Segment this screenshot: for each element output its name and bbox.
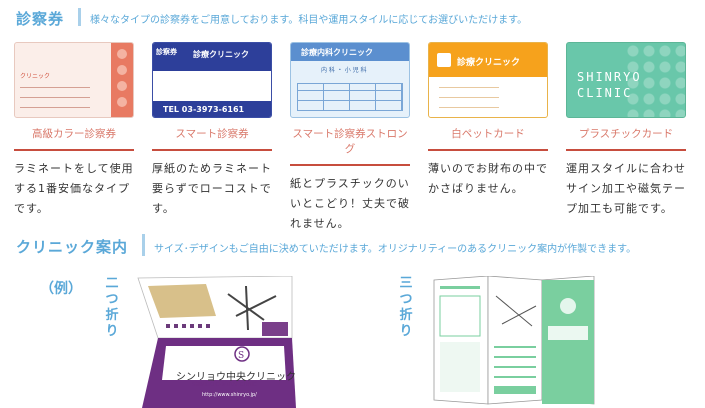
card-preview-line2: CLINIC [577,86,633,100]
pamphlet-clinic-name: シンリョウ中央クリニック [176,372,296,383]
card-item-color[interactable]: クリニック 高級カラー診察券 ラミネートをして使用する1番安価なタイプです。 [14,42,134,219]
card-description: ラミネートをして使用する1番安価なタイプです。 [14,162,134,215]
card-preview-tel: TEL 03-3973-6161 [163,105,245,114]
card-label: 白ペットカード [451,128,525,140]
card-description: 薄いのでお財布の中でかさばりません。 [428,162,548,195]
pamphlet-twofold: S シンリョウ中央クリニック SHINRYO CENTRAL CLINIC ht… [136,275,296,408]
card-preview-sub: 内 科 ・ 小 児 科 [321,67,367,74]
card-label: スマート診察券 [175,128,249,140]
pamphlet-url: http://www.shinryo.jp/ [202,392,257,398]
card-preview-smart: 診察券 診療クリニック TEL 03-3973-6161 [152,42,272,118]
card-preview-strong: 診療内科クリニック 内 科 ・ 小 児 科 [290,42,410,118]
card-description: 厚紙のためラミネート要らずでローコストです。 [152,162,272,215]
card-description: 紙とプラスチックのいいとこどり！丈夫で破れません。 [290,177,410,230]
card-preview-plastic: SHINRYO CLINIC [566,42,686,118]
card-label: プラスチックカード [578,128,674,140]
card-preview-name: クリニック [20,73,51,80]
card-preview-name: 診療クリニック [457,58,521,68]
card-item-smart[interactable]: 診察券 診療クリニック TEL 03-3973-6161 スマート診察券 厚紙の… [152,42,272,219]
card-preview-pet: 診療クリニック [428,42,548,118]
section-bar [78,8,81,26]
section-title-card: 診察券 [16,10,65,28]
card-label: 高級カラー診察券 [32,128,116,140]
clinic-logo-icon [437,53,451,67]
card-item-strong[interactable]: 診療内科クリニック 内 科 ・ 小 児 科 スマート診察券ストロング 紙とプラス… [290,42,410,234]
card-rule [290,164,410,166]
section-description-card: 様々なタイプの診察券をご用意しております。科目や運用スタイルに応じてお選びいただ… [90,15,528,26]
card-rule [14,149,134,151]
card-preview-name: 診療内科クリニック [301,48,373,57]
card-preview-line1: SHINRYO [577,70,642,84]
card-preview-name: 診療クリニック [193,50,249,59]
fold2-label: 二つ折り [105,276,119,339]
section-description-guide: サイズ･デザインもご自由に決めていただけます。オリジナリティーのあるクリニック案… [154,244,637,255]
card-preview-color: クリニック [14,42,134,118]
section-title-guide: クリニック案内 [16,238,129,256]
fold3-label: 三つ折り [399,276,413,339]
svg-text:S: S [238,351,244,361]
card-item-plastic[interactable]: SHINRYO CLINIC プラスチックカード 運用スタイルに合わせサイン加工や… [566,42,686,219]
card-item-pet[interactable]: 診療クリニック 白ペットカード 薄いのでお財布の中でかさばりません。 [428,42,548,199]
example-label: （例） [40,281,82,297]
card-rule [152,149,272,151]
pamphlet-threefold [432,275,596,408]
card-rule [428,149,548,151]
card-preview-tag: 診察券 [156,48,177,56]
section-bar [142,234,145,256]
pamphlet-clinic-en: SHINRYO CENTRAL CLINIC [192,382,257,388]
card-description: 運用スタイルに合わせサイン加工や磁気テープ加工も可能です。 [566,162,686,215]
card-label: スマート診察券ストロング [292,128,408,155]
card-rule [566,149,686,151]
